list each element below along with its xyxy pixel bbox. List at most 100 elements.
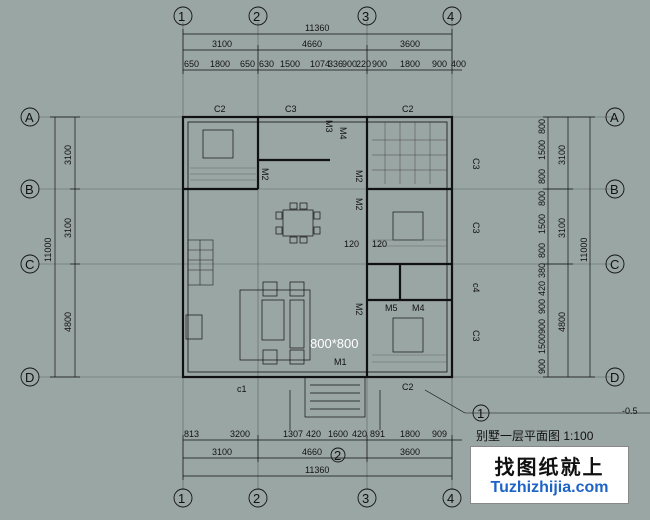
dim-top-overall: 11360 [305, 23, 329, 33]
dim-bottom-seg-1: 3100 [212, 447, 232, 457]
axis-lines [38, 22, 612, 490]
dining-table [275, 202, 321, 244]
title-circle-number: 1 [477, 406, 484, 421]
dim-bottom-detail-4: 420 [306, 429, 321, 439]
door-label: M4 [412, 303, 425, 313]
dim-right-detail-1: 800 [537, 119, 547, 134]
dim-left-overall: 11000 [43, 238, 53, 262]
axis-label-bottom-2: 2 [253, 491, 260, 506]
dim-right-detail-7: 380 [537, 263, 547, 278]
dim-right-seg-3: 4800 [557, 312, 567, 332]
right-dim-lines [543, 116, 595, 378]
brand-chinese-text: 找图纸就上 [494, 457, 605, 479]
axis-label-bottom-3: 3 [362, 491, 369, 506]
wall-thickness-label: 120 [372, 239, 387, 249]
circle-2-number: 2 [334, 448, 341, 463]
dim-bottom-detail-6: 420 [352, 429, 367, 439]
dim-top-detail-9: 220 [356, 59, 371, 69]
dim-bottom-seg-3: 3600 [400, 447, 420, 457]
door-label: M5 [385, 303, 398, 313]
dim-top-detail-12: 900 [432, 59, 447, 69]
drawing-scale: 1:100 [563, 429, 594, 443]
dim-top-detail-7: 336 [328, 59, 343, 69]
dim-top-seg-1: 3100 [212, 39, 232, 49]
axis-label-top-4: 4 [447, 9, 454, 24]
stair [187, 239, 214, 286]
dim-right-overall: 11000 [579, 238, 589, 262]
dim-bottom-detail-3: 1307 [283, 429, 303, 439]
dim-right-detail-10: 900 [537, 319, 547, 334]
dim-right-detail-4: 800 [537, 191, 547, 206]
axis-label-left-d: D [25, 370, 34, 385]
dim-bottom-overall: 11360 [305, 465, 329, 475]
dim-top-detail-6: 1074 [310, 59, 330, 69]
axis-label-right-d: D [610, 370, 619, 385]
window-label: C3 [471, 330, 481, 342]
kitchen-tiles [372, 122, 447, 184]
floor-hatch [190, 167, 447, 363]
dim-top-detail-4: 630 [259, 59, 274, 69]
axis-label-right-a: A [610, 110, 619, 125]
brand-watermark: 找图纸就上 Tuzhizhijia.com [470, 446, 629, 504]
dim-top-detail-1: 650 [184, 59, 199, 69]
sofa-set [185, 281, 311, 365]
beds [202, 129, 424, 353]
window-label: C2 [402, 104, 414, 114]
dim-right-detail-9: 900 [537, 299, 547, 314]
window-label: c4 [471, 283, 481, 293]
dim-right-detail-3: 800 [537, 169, 547, 184]
dim-right-seg-1: 3100 [557, 145, 567, 165]
dim-right-detail-5: 1500 [537, 214, 547, 234]
bottom-dim-lines [182, 435, 462, 480]
dim-right-detail-6: 800 [537, 243, 547, 258]
dim-right-detail-12: 900 [537, 359, 547, 374]
dim-top-detail-2: 1800 [210, 59, 230, 69]
door-label: M2 [354, 303, 364, 316]
dim-bottom-detail-1: 813 [184, 429, 199, 439]
dim-bottom-detail-5: 1600 [328, 429, 348, 439]
dim-top-seg-2: 4660 [302, 39, 322, 49]
dim-left-seg-2: 3100 [63, 218, 73, 238]
window-label: C3 [285, 104, 297, 114]
leader-line [424, 389, 466, 414]
axis-label-left-b: B [25, 182, 34, 197]
dim-left-seg-1: 3100 [63, 145, 73, 165]
axis-label-bottom-4: 4 [447, 491, 454, 506]
brand-url: Tuzhizhijia.com [490, 479, 609, 496]
dim-left-seg-3: 4800 [63, 312, 73, 332]
dim-top-detail-8: 900 [342, 59, 357, 69]
dim-top-detail-13: 400 [451, 59, 466, 69]
dim-top-seg-3: 3600 [400, 39, 420, 49]
wall-thickness-label: 120 [344, 239, 359, 249]
door-label: M3 [324, 120, 334, 133]
axis-label-left-a: A [25, 110, 34, 125]
axis-label-right-b: B [610, 182, 619, 197]
door-label: M2 [354, 198, 364, 211]
dim-right-detail-2: 1500 [537, 140, 547, 160]
drawing-title-text: 别墅一层平面图 [476, 429, 561, 443]
door-label: M4 [338, 127, 348, 140]
axis-label-left-c: C [25, 257, 34, 272]
dim-bottom-seg-2: 4660 [302, 447, 322, 457]
dim-right-detail-8: 420 [537, 281, 547, 296]
dim-bottom-detail-9: 909 [432, 429, 447, 439]
left-dim-lines [50, 116, 80, 378]
dim-bottom-detail-8: 1800 [400, 429, 420, 439]
dim-right-seg-2: 3100 [557, 218, 567, 238]
dim-bottom-detail-7: 891 [370, 429, 385, 439]
axis-label-top-2: 2 [253, 9, 260, 24]
window-label: C2 [402, 382, 414, 392]
axis-label-top-3: 3 [362, 9, 369, 24]
drawing-title: 别墅一层平面图 1:100 [476, 427, 593, 444]
elevation-label: -0.5 [622, 406, 638, 416]
porch-steps [289, 376, 381, 430]
door-label: M1 [334, 357, 347, 367]
axis-bubbles [20, 6, 625, 508]
window-label: C3 [471, 222, 481, 234]
dim-right-detail-11: 1500 [537, 334, 547, 354]
top-dim-lines [182, 29, 462, 74]
window-label: C3 [471, 158, 481, 170]
axis-label-top-1: 1 [178, 9, 185, 24]
